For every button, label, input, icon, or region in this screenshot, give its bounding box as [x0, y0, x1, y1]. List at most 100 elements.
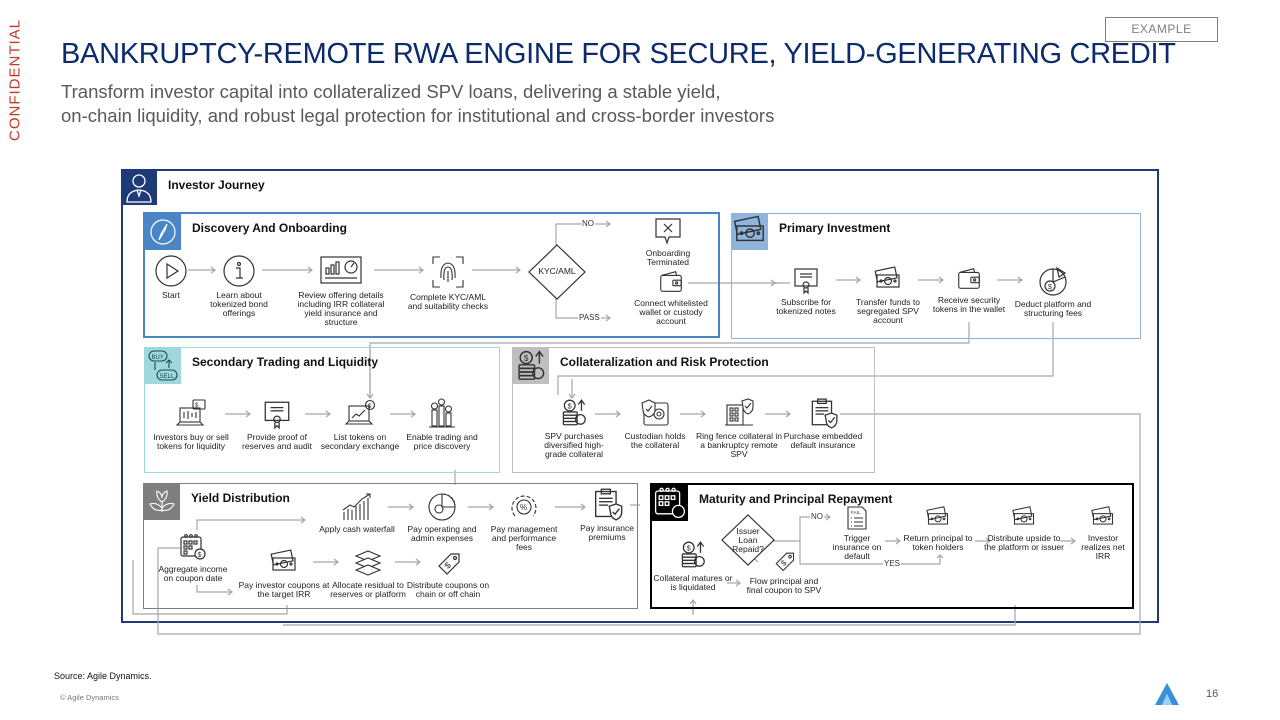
step-deduct-fees: $ Deduct platform and structuring fees — [1008, 265, 1098, 318]
svg-text:FAIL: FAIL — [851, 510, 861, 515]
issuer-loan-label: Issuer Loan Repaid? — [732, 526, 764, 554]
trading-laptop-icon: $ — [175, 399, 206, 426]
step-label: Purchase embedded default insurance — [783, 431, 863, 450]
step-label: Review offering details including IRR co… — [297, 290, 385, 327]
branch-yes-label: YES — [883, 559, 902, 568]
step-label: Complete KYC/AML and suitability checks — [407, 292, 489, 311]
step-apply-cash-waterfall: Apply cash waterfall — [313, 492, 401, 534]
wallet-icon — [660, 271, 682, 292]
fees-icon: $ — [1039, 266, 1067, 296]
step-start: Start — [143, 254, 199, 300]
step-label: Distribute upside to the platform or iss… — [984, 533, 1064, 552]
step-label: Enable trading and price discovery — [406, 432, 478, 451]
svg-text:%: % — [520, 503, 527, 512]
step-learn-offerings: Learn about tokenized bond offerings — [205, 254, 273, 318]
cash-icon — [1091, 506, 1114, 525]
buy-sell-icon: BUY SELL — [145, 348, 181, 384]
step-label: Ring fence collateral in a bankruptcy re… — [696, 431, 782, 459]
wallet-icon — [958, 268, 980, 289]
step-list-tokens: $ List tokens on secondary exchange — [318, 398, 402, 451]
step-label: Start — [162, 290, 180, 300]
growth-chart-icon — [342, 493, 371, 520]
section-title: Secondary Trading and Liquidity — [192, 355, 379, 369]
step-collateral-matures: Collateral matures or is liquidated — [652, 539, 734, 592]
step-purchase-default-insurance: Purchase embedded default insurance — [780, 397, 866, 450]
step-label: Provide proof of reserves and audit — [242, 432, 312, 451]
step-label: Return principal to token holders — [903, 533, 973, 552]
subtitle-line-2: on-chain liquidity, and robust legal pro… — [61, 105, 775, 126]
step-label: Onboarding Terminated — [645, 248, 691, 267]
coins-icon — [513, 348, 549, 384]
svg-text:$: $ — [368, 404, 372, 410]
cash-icon — [874, 266, 900, 288]
branch-no-label: NO — [810, 512, 824, 521]
plant-icon — [144, 484, 180, 520]
compass-icon — [145, 214, 181, 250]
section-secondary-trading: BUY SELL Secondary Trading and Liquidity — [144, 347, 500, 473]
step-complete-kyc: Complete KYC/AML and suitability checks — [402, 254, 494, 311]
step-label: Collateral matures or is liquidated — [653, 573, 733, 592]
step-label: Allocate residual to reserves or platfor… — [330, 580, 406, 599]
percent-gauge-icon: % — [511, 495, 537, 517]
step-label: Trigger insurance on default — [832, 533, 882, 561]
step-enable-trading: Enable trading and price discovery — [400, 398, 484, 451]
step-buy-sell-tokens: $ Investors buy or sell tokens for liqui… — [150, 398, 232, 451]
svg-text:$: $ — [195, 403, 199, 409]
subtitle-line-1: Transform investor capital into collater… — [61, 81, 721, 102]
price-bars-icon — [429, 398, 455, 428]
confidential-text: CONFIDENTIAL — [6, 18, 24, 142]
step-label: Investor realizes net IRR — [1081, 533, 1125, 561]
step-label: Subscribe for tokenized notes — [776, 297, 836, 316]
step-label: Investors buy or sell tokens for liquidi… — [153, 432, 229, 451]
step-pay-investor-coupons: Pay investor coupons at the target IRR — [238, 548, 330, 599]
step-label: Custodian holds the collateral — [624, 431, 686, 450]
step-allocate-residual: Allocate residual to reserves or platfor… — [326, 548, 410, 599]
section-title: Discovery And Onboarding — [192, 221, 347, 235]
section-title: Collateralization and Risk Protection — [560, 355, 769, 369]
certificate-icon — [794, 268, 818, 294]
section-title: Yield Distribution — [191, 491, 290, 505]
calendar-coin-icon — [652, 485, 688, 521]
step-proof-of-reserves: Provide proof of reserves and audit — [236, 398, 318, 451]
dashboard-icon — [320, 256, 362, 284]
step-label: Deduct platform and structuring fees — [1014, 299, 1092, 318]
svg-text:BUY: BUY — [152, 355, 164, 361]
price-tag-icon — [438, 553, 460, 575]
page-number: 16 — [1206, 688, 1219, 700]
svg-text:$: $ — [1048, 284, 1052, 291]
terminated-icon — [655, 218, 681, 245]
page-subtitle: Transform investor capital into collater… — [61, 80, 774, 128]
investor-icon — [121, 169, 157, 205]
section-collateralization: Collateralization and Risk Protection — [512, 347, 875, 473]
step-label: Pay management and performance fees — [490, 524, 558, 552]
step-return-principal: Return principal to token holders — [898, 505, 978, 552]
step-connect-wallet: Connect whitelisted wallet or custody ac… — [625, 268, 717, 326]
step-label: Aggregate income on coupon date — [158, 564, 228, 583]
safe-icon — [641, 399, 669, 426]
section-yield-distribution: Yield Distribution — [143, 483, 638, 609]
section-title: Maturity and Principal Repayment — [699, 492, 893, 506]
step-distribute-coupons: Distribute coupons on chain or off chain — [406, 548, 490, 599]
confidential-label: CONFIDENTIAL — [4, 10, 26, 150]
cash-icon — [732, 214, 768, 250]
agile-dynamics-logo — [1152, 680, 1182, 710]
section-maturity-repayment: Maturity and Principal Repayment — [650, 483, 1134, 609]
investor-journey-title: Investor Journey — [168, 178, 265, 192]
section-title: Primary Investment — [779, 221, 891, 235]
layers-icon — [354, 550, 382, 576]
step-spv-purchases-collateral: SPV purchases diversified high-grade col… — [537, 397, 611, 459]
step-label: Distribute coupons on chain or off chain — [406, 580, 490, 599]
kyc-aml-label: KYC/AML — [538, 266, 576, 276]
step-review-offering: Review offering details including IRR co… — [293, 254, 389, 327]
insurance-doc-icon — [811, 398, 838, 429]
step-trigger-insurance: FAIL Trigger insurance on default — [830, 505, 884, 561]
step-label: Pay operating and admin expenses — [407, 524, 477, 543]
cash-icon — [926, 506, 949, 525]
step-label: Pay investor coupons at the target IRR — [238, 580, 330, 599]
copyright: © Agile Dynamics — [60, 693, 119, 702]
exchange-laptop-icon: $ — [344, 399, 376, 425]
step-pay-insurance-premiums: Pay insurance premiums — [572, 487, 642, 542]
play-icon — [155, 255, 187, 287]
svg-text:SELL: SELL — [160, 374, 175, 380]
branch-pass-label: PASS — [578, 313, 601, 322]
